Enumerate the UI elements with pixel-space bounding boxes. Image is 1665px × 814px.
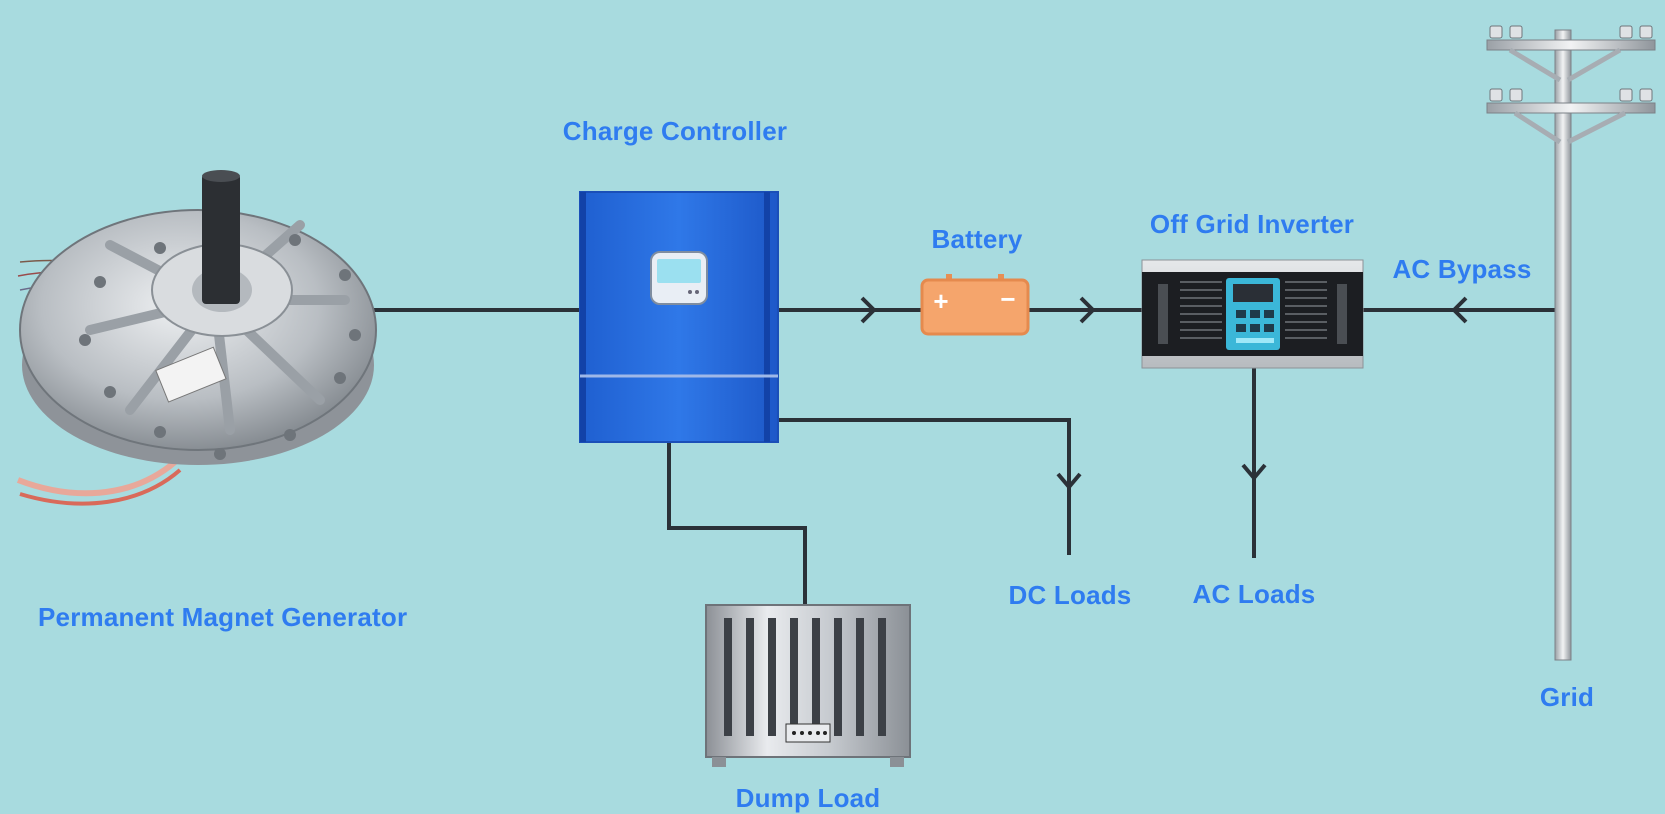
utility-pole-icon <box>1486 25 1656 661</box>
arrow-to-battery <box>860 296 876 324</box>
arrow-to-dc-loads <box>1056 472 1082 489</box>
inverter-label: Off Grid Inverter <box>1149 209 1355 239</box>
grid-label: Grid <box>1539 682 1595 712</box>
charge-controller-label: Charge Controller <box>562 116 788 146</box>
charge-controller-icon <box>579 191 779 443</box>
arrow-from-grid <box>1452 296 1468 324</box>
battery-negative: − <box>1000 284 1015 314</box>
dump-load-icon <box>705 604 911 767</box>
wire-controller-dc-loads <box>778 418 1071 555</box>
arrows <box>860 296 1468 489</box>
wires <box>340 308 1562 605</box>
dump-load-label: Dump Load <box>735 783 881 813</box>
ac-loads-label: AC Loads <box>1192 579 1316 609</box>
battery-icon: + − <box>920 274 1030 336</box>
battery-positive: + <box>933 286 948 316</box>
arrow-to-ac-loads <box>1241 463 1267 480</box>
dc-loads-label: DC Loads <box>1008 580 1132 610</box>
inverter-icon <box>1141 259 1364 369</box>
ac-bypass-label: AC Bypass <box>1392 254 1532 284</box>
battery-label: Battery <box>931 224 1023 254</box>
generator-icon <box>16 170 377 506</box>
generator-label: Permanent Magnet Generator <box>38 602 408 632</box>
wire-controller-dump-load <box>667 440 807 605</box>
arrow-to-inverter <box>1079 296 1095 324</box>
